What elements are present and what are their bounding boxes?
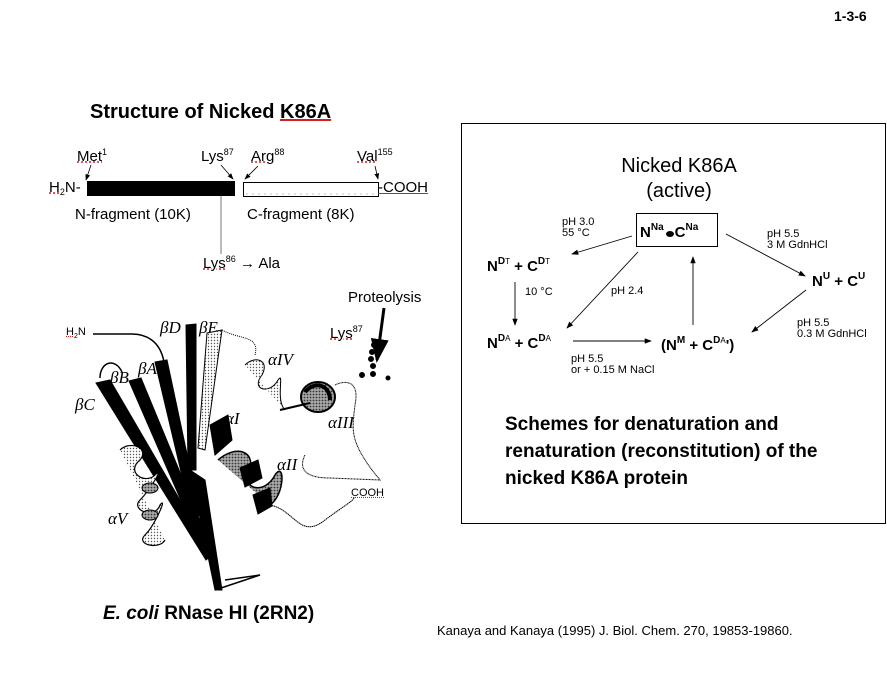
strand-a-label: βA [138,359,157,378]
lys87-label: Lys87 [201,147,234,165]
scheme-title-line2: (active) [646,180,712,202]
arrow-active-to-dt [571,235,633,255]
central-strand [189,468,223,591]
strand-d [185,323,197,471]
arg88-label: Arg88 [251,147,285,165]
strand-e [197,329,223,451]
ribbon-n-terminus: H2N [66,326,86,341]
c-terminus-label: -COOH [378,179,428,196]
met1-arrow [85,164,92,181]
title-prefix: Structure of Nicked [90,101,281,123]
lys87-arrow [220,164,234,180]
c-fragment-bar [243,182,379,197]
strand-c-label: βC [75,395,95,414]
loop-region [302,382,382,481]
page-number: 1-3-6 [834,8,867,24]
lys87-sidechain [359,342,391,381]
ribbon-diagram [93,307,391,591]
state-u: NU + CU [812,271,866,290]
state-dt: NDT + CDT [487,256,551,275]
c-terminal-coil [269,496,355,528]
helix-5-label: αV [108,509,128,528]
c-fragment-label: C-fragment (8K) [247,206,355,223]
strand-d-label: βD [160,318,181,337]
helix-2-label: αII [277,455,298,474]
helix-1 [209,414,233,456]
arrow-right-icon: → [235,255,259,272]
scheme-panel [461,123,886,524]
scheme-arrows [512,233,807,344]
helix-4-label: αIV [268,350,293,369]
n-fragment-bar [87,181,235,196]
structure-title: Structure of Nicked K86A [90,101,331,124]
state-da: NDA + CDA [487,333,551,352]
active-state-box [636,213,718,247]
proteolysis-label: Proteolysis [348,289,422,306]
arrow-active-to-u [725,233,806,277]
fragment-pointer-arrows [85,164,380,254]
condition-active-to-da: pH 2.4 [611,285,644,297]
val155-arrow [374,165,380,180]
strand-b-label: βB [110,368,129,387]
citation: Kanaya and Kanaya (1995) J. Biol. Chem. … [437,623,793,638]
proteolysis-arrow [370,307,389,363]
helix-5 [119,445,166,547]
condition-dt-to-da: 10 °C [525,286,553,298]
arrow-u-to-m [751,289,807,333]
val155-label: Val155 [357,147,393,165]
mutation-label: Lys86 → Ala [203,254,281,272]
scheme-caption: Schemes for denaturation and renaturatio… [505,414,818,489]
title-protein-name: K86A [280,101,332,123]
ribbon-lys87-label: Lys87 [330,324,363,342]
n-terminus-label: H2N- [49,179,81,197]
met1-label: Met1 [77,147,108,165]
arrow-active-to-da [566,251,639,329]
scheme-title: Nicked K86A (active) [461,154,887,204]
bond-dot-icon [665,231,674,237]
ribbon-c-terminus: COOH [351,487,384,499]
helix-4 [244,359,286,411]
arg88-arrow [244,165,259,180]
state-m: (NM + CDA') [661,335,735,354]
protein-name: E. coli RNase HI (2RN2) [103,603,315,624]
helix-3-label: αIII [328,413,354,432]
n-terminal-coil [93,333,165,363]
scheme-title-line1: Nicked K86A [621,155,737,177]
n-fragment-label: N-fragment (10K) [75,206,191,223]
